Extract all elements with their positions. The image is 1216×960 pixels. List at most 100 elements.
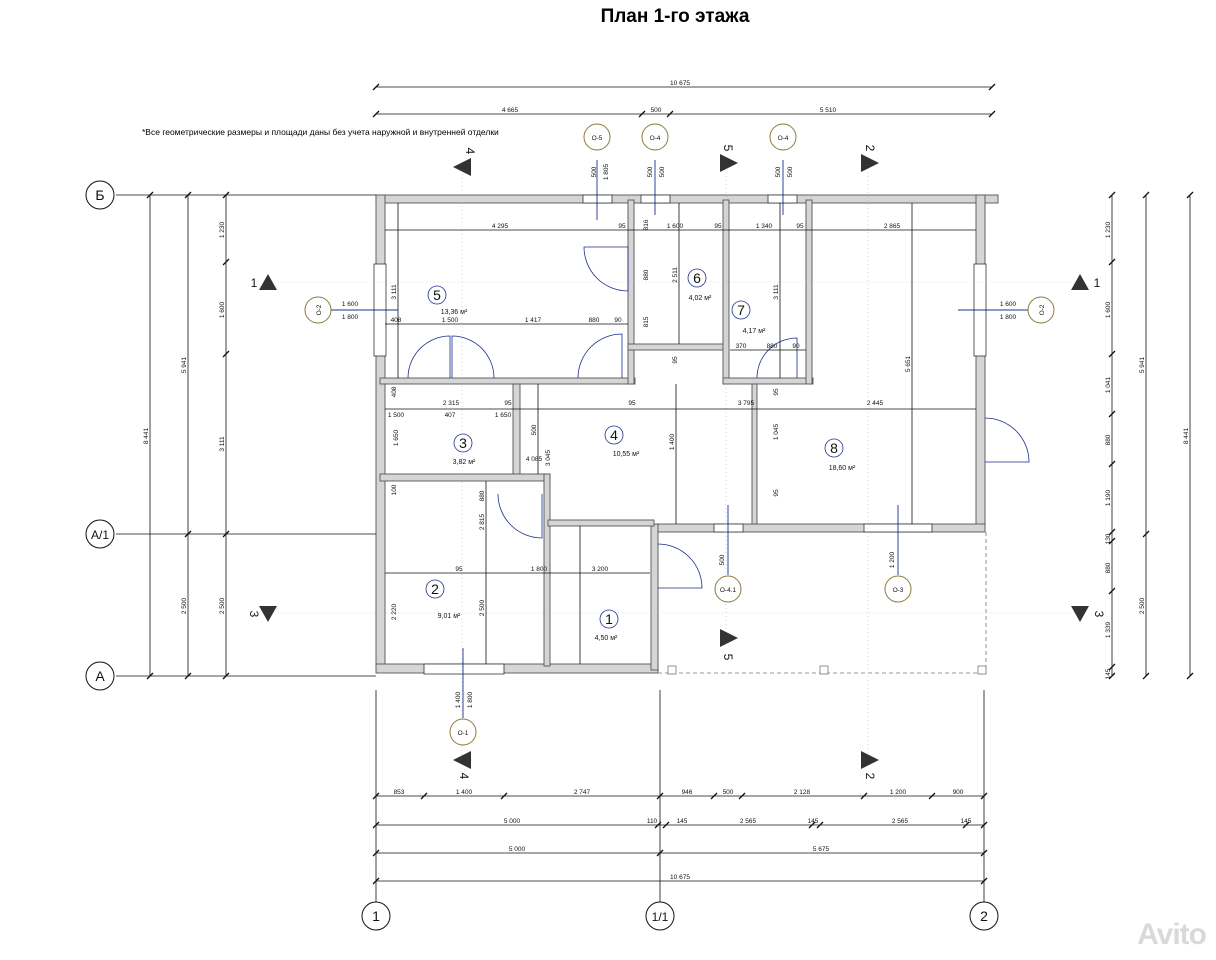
dim-int-880d: 2 815 [479, 513, 486, 530]
outer-wall-bottom [375, 663, 659, 674]
right-dimensions: 1 230 1 600 1 041 880 1 190 130 880 1 33… [1105, 191, 1194, 680]
room-3-number: 3 [459, 435, 467, 451]
section-label-5-bottom: 5 [721, 654, 735, 661]
dim-int-1650b: 500 [531, 424, 538, 435]
win-o2r-height: 1 800 [1000, 314, 1017, 321]
door-room5-bottom [577, 333, 623, 379]
window-tag-o3 [884, 575, 912, 603]
wall-room3-bottom [379, 473, 551, 482]
dim-bottom2-2565b: 2 565 [892, 818, 909, 825]
dim-int-3111a: 3 111 [391, 284, 398, 300]
dim-bottom-853: 853 [394, 789, 405, 796]
room-1-number: 1 [605, 611, 613, 627]
section-arrow-3-left [259, 606, 277, 622]
win-o2l-height: 1 800 [342, 314, 359, 321]
dim-right-1600: 1 600 [1105, 301, 1112, 318]
section-arrow-4-bottom [453, 751, 471, 769]
dim-bottom-1400: 1 400 [456, 789, 473, 796]
room-3-marker [453, 433, 473, 453]
window-tag-o2-left-label: О-2 [316, 304, 323, 315]
room-8-marker [824, 438, 844, 458]
dim-int-3111b: 3 111 [773, 284, 780, 300]
section-label-1-right: 1 [1094, 276, 1101, 290]
dim-int-370: 370 [736, 343, 747, 350]
dim-bottom-500: 500 [723, 789, 734, 796]
dim-left-5941: 5 941 [181, 356, 188, 373]
room-2-marker [425, 579, 445, 599]
door-room5-double-right [451, 335, 495, 379]
section-arrow-5-top [720, 154, 738, 172]
win-o2l-width: 1 600 [342, 301, 359, 308]
section-arrow-5-bottom [720, 629, 738, 647]
room-3-area: 3,82 м² [453, 459, 476, 466]
wall-room7-right [805, 199, 813, 385]
win-o2r-width: 1 600 [1000, 301, 1017, 308]
window-room7-top [767, 194, 798, 204]
dim-bottom2-110: 110 [647, 818, 658, 825]
dim-int-95d: 95 [672, 356, 679, 364]
win-o4a-height: 500 [659, 166, 666, 177]
dim-bottom-900: 900 [953, 789, 964, 796]
dim-int-100: 880 [479, 490, 486, 501]
drawing-title: План 1-го этажа [600, 6, 750, 27]
wall-terrace-top [653, 523, 986, 533]
room-8-area: 18,60 м² [829, 465, 856, 472]
section-arrow-3-right [1071, 606, 1089, 622]
dim-int-95h: 3 795 [738, 400, 755, 407]
room-1-area: 4,50 м² [595, 635, 618, 642]
outer-wall-right [975, 194, 986, 529]
dim-int-4085: 95 [628, 400, 636, 407]
interior-dimensions: 4 295 95 1 600 95 1 340 95 2 865 816 408… [385, 203, 976, 664]
dim-int-816: 816 [643, 219, 650, 230]
door-room5-double-left [407, 335, 451, 379]
wall-room5-right [627, 199, 635, 385]
dim-bottom-2747: 2 747 [574, 789, 591, 796]
section-arrow-1-right [1071, 274, 1089, 290]
dim-int-880b: 880 [643, 269, 650, 280]
dim-int-1650a: 1 650 [393, 429, 400, 446]
dim-int-880a: 880 [589, 317, 600, 324]
axis-label-a1: А/1 [91, 528, 109, 542]
dim-right-5941: 5 941 [1139, 356, 1146, 373]
wall-room8-left [751, 383, 758, 525]
win-o3-width: 1 200 [889, 551, 896, 568]
dim-bottom2-145b: 145 [808, 818, 819, 825]
window-room4-bottom [713, 523, 744, 533]
room-6-marker [687, 268, 707, 288]
win-o1-height: 1 800 [467, 691, 474, 708]
dim-bottom2-2565a: 2 565 [740, 818, 757, 825]
room-1-marker [599, 609, 619, 629]
dim-int-2445: 3 045 [545, 449, 552, 466]
outer-wall-top [375, 194, 999, 204]
section-label-4-bottom: 4 [457, 773, 471, 780]
dim-int-3795: 2 445 [867, 400, 884, 407]
section-label-1-left: 1 [251, 276, 258, 290]
dim-int-5651: 5 651 [905, 355, 912, 372]
dim-int-1417: 1 417 [525, 317, 542, 324]
room-7-number: 7 [737, 302, 745, 318]
window-tag-o1-label: О-1 [458, 730, 469, 737]
room-7-marker [731, 300, 751, 320]
dim-top-500: 500 [651, 107, 662, 114]
dim-right-1190: 1 190 [1105, 489, 1112, 506]
window-tag-o2-right-label: О-2 [1039, 304, 1046, 315]
window-room6-top [640, 194, 671, 204]
room-labels: 5 13,36 м² 6 4,02 м² 7 4,17 м² 3 3,82 м²… [425, 268, 856, 642]
dim-int-4295: 4 295 [492, 223, 509, 230]
dim-bottom2-5000: 5 000 [504, 818, 521, 825]
section-label-5-top: 5 [721, 145, 735, 152]
dim-int-1600: 1 600 [667, 223, 684, 230]
wall-room1-top [547, 519, 655, 527]
room-6-area: 4,02 м² [689, 295, 712, 302]
axis-label-2: 2 [980, 908, 988, 924]
window-tag-o4b [769, 123, 797, 151]
bottom-dimensions: 853 1 400 2 747 946 500 2 128 1 200 900 … [372, 789, 988, 885]
section-arrow-1-left [259, 274, 277, 290]
wall-room3-right [512, 383, 521, 480]
door-room1-exterior [657, 543, 703, 589]
axis-bubble-a [85, 661, 115, 691]
dim-int-90b: 90 [792, 343, 800, 350]
room-2-area: 9,01 м² [438, 613, 461, 620]
room-4-marker [604, 425, 624, 445]
